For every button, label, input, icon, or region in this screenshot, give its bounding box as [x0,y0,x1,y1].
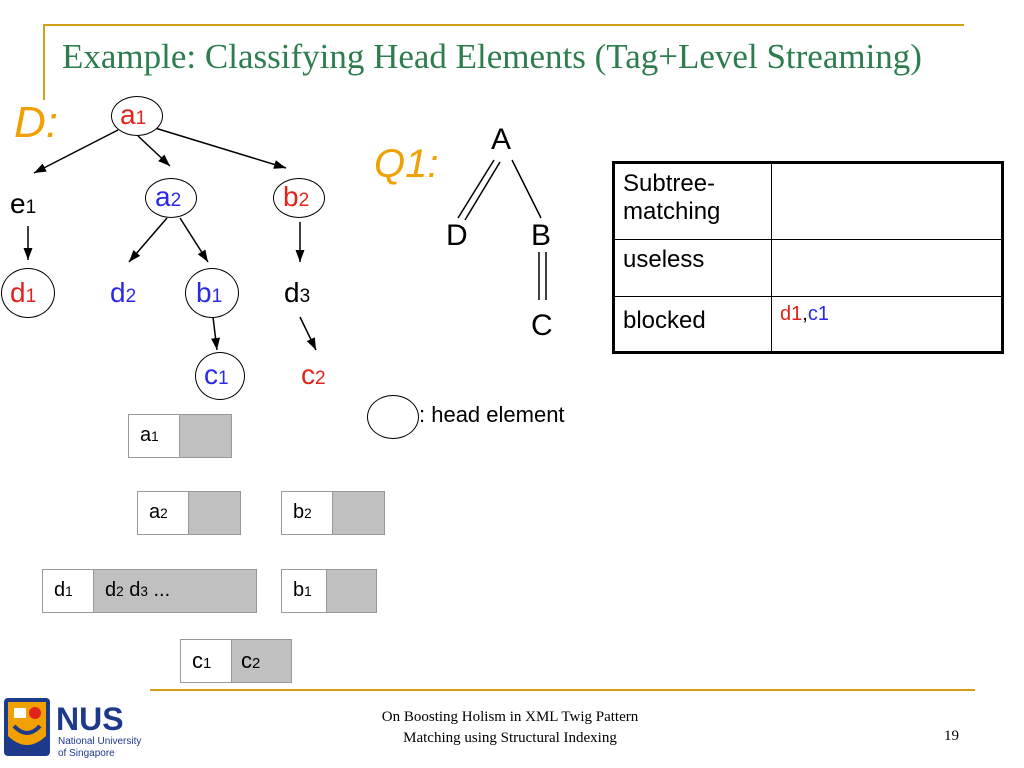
stream-b1: b1 [281,569,377,613]
node-d3: d3 [284,277,311,308]
stream-head-b2: b2 [293,501,312,523]
edge-a1-b2 [154,127,287,169]
edge-a2-d2 [128,217,168,263]
nus-logo: NUS National University of Singapore [4,698,141,759]
edge-A-D-1 [457,159,495,219]
head-ellipse-b2 [273,178,325,218]
legend-text: : head element [419,402,565,427]
edge-a2-b1 [179,217,209,263]
left-rule [43,24,45,100]
head-ellipse-a1 [111,96,163,136]
slide-title: Example: Classifying Head Elements (Tag+… [62,37,922,76]
edge-A-D-2 [464,161,501,221]
footer-line-2: Matching using Structural Indexing [403,730,617,746]
table-cell-label: blocked [613,296,772,353]
blocked-value-separator: , [802,303,808,325]
node-c1: c1 [204,359,229,390]
stream-head-d1: d1 [54,579,73,601]
svg-text:of Singapore: of Singapore [58,748,115,759]
top-rule [43,24,964,26]
bottom-rule [150,689,975,691]
edge-A-B [511,159,542,219]
blocked-value-c1: c1 [807,303,829,325]
table-cell-label: Subtree-matching [613,162,772,240]
node-e1: e1 [10,188,37,219]
data-label: D: [14,98,58,147]
node-a2: a2 [155,181,182,212]
table-row: Subtree-matching [613,162,1003,240]
stream-rest-d: d2 d3 ... [105,579,171,601]
query-node-A: A [491,123,512,156]
stream-rest-c: c2 [241,648,261,673]
node-d1: d1 [10,277,37,308]
node-c2: c2 [301,359,326,390]
stream-a1: a1 [128,414,232,458]
node-b2: b2 [283,181,310,212]
head-ellipse-b1 [185,268,239,318]
head-ellipse-a2 [145,178,197,218]
edge-d3-c2 [299,316,317,351]
head-ellipse-d1 [1,268,55,318]
query-node-B: B [531,219,552,252]
stream-head-a1: a1 [140,424,159,446]
stream-head-a2: a2 [149,501,168,523]
classification-table: Subtree-matching useless blocked d1,c1 [612,161,1004,354]
node-d2: d2 [110,277,137,308]
stream-head-b1: b1 [293,579,312,601]
query-node-D: D [446,219,468,252]
head-ellipse-c1 [195,352,245,400]
footer-line-1: On Boosting Holism in XML Twig Pattern [381,709,639,725]
table-cell-label: useless [613,239,772,297]
stream-b2: b2 [281,491,385,535]
stream-c: c1 c2 [180,639,292,683]
edge-a1-e1 [33,129,119,174]
query-label: Q1: [374,142,439,186]
blocked-value-d1: d1 [780,303,803,325]
table-cell-value [771,162,1003,240]
node-a1: a1 [120,99,147,130]
footer: On Boosting Holism in XML Twig Pattern M… [330,707,690,749]
edge-a1-a2 [137,135,171,167]
node-b1: b1 [196,277,223,308]
table-row: blocked d1,c1 [613,296,1003,353]
svg-text:National University: National University [58,736,141,747]
table-cell-value: d1,c1 [771,296,1003,353]
legend-ellipse [367,395,419,439]
query-node-C: C [531,309,553,342]
stream-a2: a2 [137,491,241,535]
svg-text:NUS: NUS [56,701,124,737]
edge-b1-c1 [211,316,221,351]
stream-d: d1 d2 d3 ... [42,569,257,613]
table-cell-value [771,239,1003,297]
table-row: useless [613,239,1003,297]
stream-head-c1: c1 [192,648,212,673]
page-number: 19 [944,728,959,744]
